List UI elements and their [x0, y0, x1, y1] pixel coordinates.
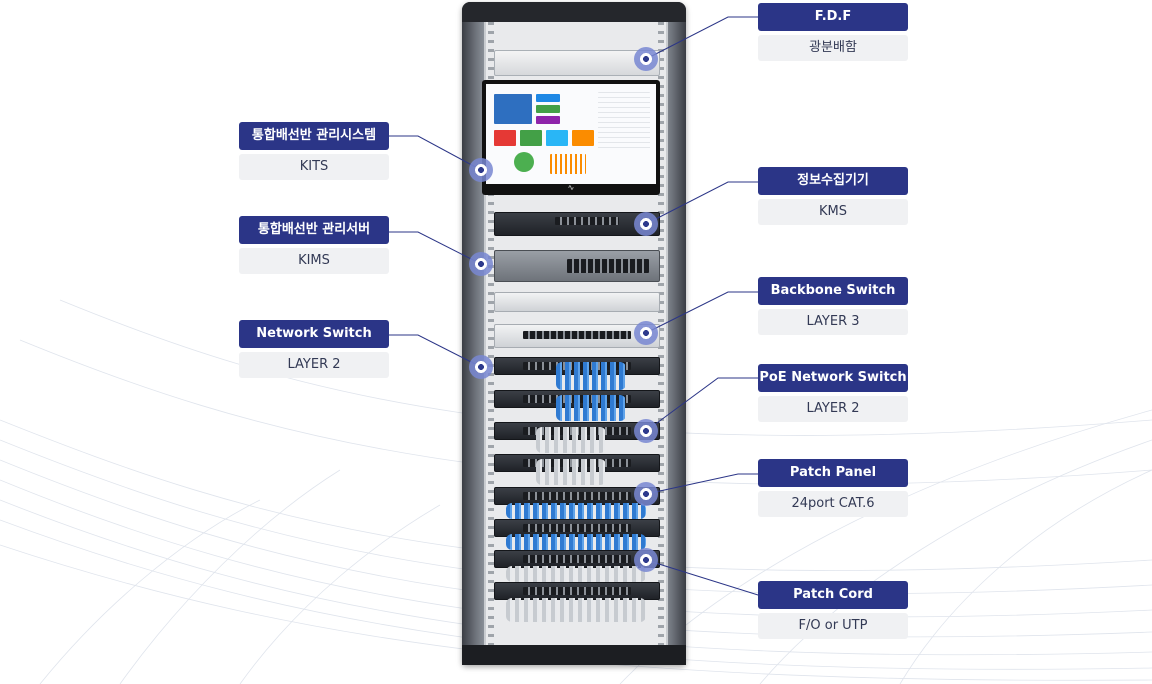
blank-panel-unit — [494, 292, 660, 312]
screen-tile-status — [494, 94, 532, 124]
marker-fdf — [634, 47, 658, 71]
rack-rail-left — [488, 22, 494, 645]
label-kits-title: 통합배선반 관리시스템 — [239, 122, 389, 150]
label-patchpanel: Patch Panel 24port CAT.6 — [758, 459, 908, 517]
backbone-switch-unit — [494, 324, 660, 348]
rack-rail-right — [658, 22, 664, 645]
patch-panel-ports-3 — [523, 555, 631, 563]
label-backbone-title: Backbone Switch — [758, 277, 908, 305]
label-patchpanel-title: Patch Panel — [758, 459, 908, 487]
label-patchcord-title: Patch Cord — [758, 581, 908, 609]
label-kits-sub: KITS — [239, 154, 389, 180]
marker-kits — [469, 158, 493, 182]
screen-tile-b — [536, 105, 560, 113]
backbone-switch-ports — [523, 331, 631, 339]
label-patchcord: Patch Cord F/O or UTP — [758, 581, 908, 639]
screen-tile-f — [546, 130, 568, 146]
screen-pie-chart — [514, 152, 534, 172]
marker-kms — [634, 212, 658, 236]
label-patchpanel-sub: 24port CAT.6 — [758, 491, 908, 517]
fiber-cable-bundle-1 — [556, 362, 626, 390]
screen-bar-chart — [550, 154, 586, 174]
label-network-title: Network Switch — [239, 320, 389, 348]
label-fdf: F.D.F 광분배함 — [758, 3, 908, 61]
label-patchcord-sub: F/O or UTP — [758, 613, 908, 639]
patch-panel-ports-1 — [523, 492, 631, 500]
patch-cord-blue-1 — [506, 503, 646, 519]
label-network: Network Switch LAYER 2 — [239, 320, 389, 378]
kits-dashboard-screen — [486, 84, 656, 184]
label-kims-title: 통합배선반 관리서버 — [239, 216, 389, 244]
fiber-cable-bundle-2 — [556, 395, 626, 421]
label-poe: PoE Network Switch LAYER 2 — [758, 364, 908, 422]
marker-network — [469, 355, 493, 379]
screen-tile-c — [536, 116, 560, 124]
utp-cable-bundle-1 — [536, 427, 606, 453]
label-fdf-sub: 광분배함 — [758, 35, 908, 61]
kims-server-unit — [494, 250, 660, 282]
label-kims: 통합배선반 관리서버 KIMS — [239, 216, 389, 274]
patch-cord-grey-1 — [506, 566, 646, 582]
screen-tile-e — [520, 130, 542, 146]
kms-ports — [555, 217, 619, 225]
marker-patchpanel — [634, 482, 658, 506]
screen-table — [598, 92, 650, 152]
patch-cord-grey-2 — [506, 598, 646, 622]
label-poe-sub: LAYER 2 — [758, 396, 908, 422]
monitor-logo-icon: ∿ — [567, 183, 575, 192]
label-fdf-title: F.D.F — [758, 3, 908, 31]
label-backbone-sub: LAYER 3 — [758, 309, 908, 335]
label-kms: 정보수집기기 KMS — [758, 167, 908, 225]
marker-patchcord — [634, 548, 658, 572]
patch-panel-ports-2 — [523, 524, 631, 532]
marker-backbone — [634, 321, 658, 345]
rack-top-cap — [462, 2, 686, 22]
label-backbone: Backbone Switch LAYER 3 — [758, 277, 908, 335]
patch-panel-ports-4 — [523, 587, 631, 595]
kms-unit — [494, 212, 660, 236]
kims-drive-bays — [567, 259, 649, 273]
screen-tile-d — [494, 130, 516, 146]
label-kims-sub: KIMS — [239, 248, 389, 274]
utp-cable-bundle-2 — [536, 459, 606, 485]
patch-cord-blue-2 — [506, 534, 646, 550]
kits-monitor: ∿ — [482, 80, 660, 195]
label-network-sub: LAYER 2 — [239, 352, 389, 378]
label-kms-title: 정보수집기기 — [758, 167, 908, 195]
label-kms-sub: KMS — [758, 199, 908, 225]
rack-base — [462, 645, 686, 665]
marker-poe — [634, 419, 658, 443]
marker-kims — [469, 252, 493, 276]
label-kits: 통합배선반 관리시스템 KITS — [239, 122, 389, 180]
screen-tile-g — [572, 130, 594, 146]
label-poe-title: PoE Network Switch — [758, 364, 908, 392]
screen-tile-a — [536, 94, 560, 102]
fdf-unit — [494, 50, 660, 76]
